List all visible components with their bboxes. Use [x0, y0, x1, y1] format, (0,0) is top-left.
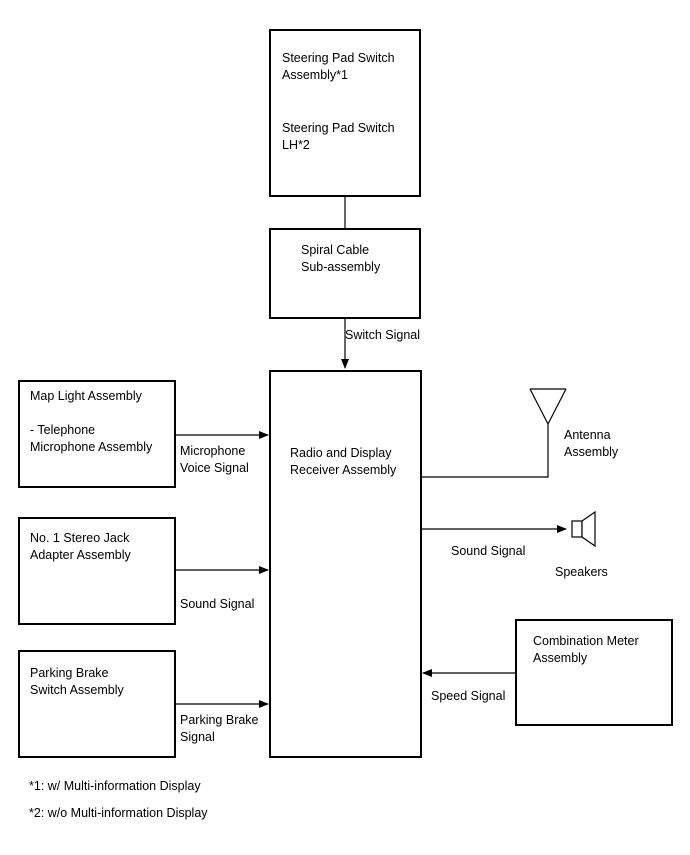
footnote-2: *2: w/o Multi-information Display [29, 806, 208, 820]
sound-signal-jack-label: Sound Signal [180, 597, 255, 611]
steering-pad-switch-box: Steering Pad Switch Assembly*1 Steering … [269, 29, 421, 197]
footnote-1: *1: w/ Multi-information Display [29, 779, 201, 793]
parking-brake-label: Parking Brake Switch Assembly [30, 666, 124, 697]
radio-receiver-label: Radio and Display Receiver Assembly [290, 446, 397, 477]
switch-signal-label: Switch Signal [345, 328, 421, 342]
parking-brake-signal-label: Parking Brake Signal [180, 713, 259, 744]
map-light-label-1: Map Light Assembly [30, 389, 142, 403]
map-light-label-2: - Telephone Microphone Assembly [30, 423, 153, 454]
spiral-cable-label: Spiral Cable Sub-assembly [301, 243, 381, 274]
map-light-box: Map Light Assembly - Telephone Microphon… [18, 380, 176, 488]
antenna-icon [529, 388, 567, 425]
stereo-jack-box: No. 1 Stereo Jack Adapter Assembly [18, 517, 176, 625]
sound-signal-speaker-label: Sound Signal [451, 544, 526, 558]
microphone-signal-label: Microphone Voice Signal [180, 444, 249, 475]
speaker-icon [571, 510, 596, 548]
speed-signal-label: Speed Signal [431, 689, 506, 703]
steering-pad-label-1: Steering Pad Switch Assembly*1 [282, 51, 395, 82]
parking-brake-box: Parking Brake Switch Assembly [18, 650, 176, 758]
spiral-cable-box: Spiral Cable Sub-assembly [269, 228, 421, 319]
speakers-label: Speakers [555, 565, 608, 579]
radio-display-receiver-box: Radio and Display Receiver Assembly [269, 370, 422, 758]
wire-antenna [421, 424, 549, 478]
stereo-jack-label: No. 1 Stereo Jack Adapter Assembly [30, 531, 131, 562]
combination-meter-box: Combination Meter Assembly [515, 619, 673, 726]
combination-meter-label: Combination Meter Assembly [533, 634, 639, 665]
antenna-label: Antenna Assembly [564, 428, 619, 459]
steering-pad-label-2: Steering Pad Switch LH*2 [282, 121, 395, 152]
